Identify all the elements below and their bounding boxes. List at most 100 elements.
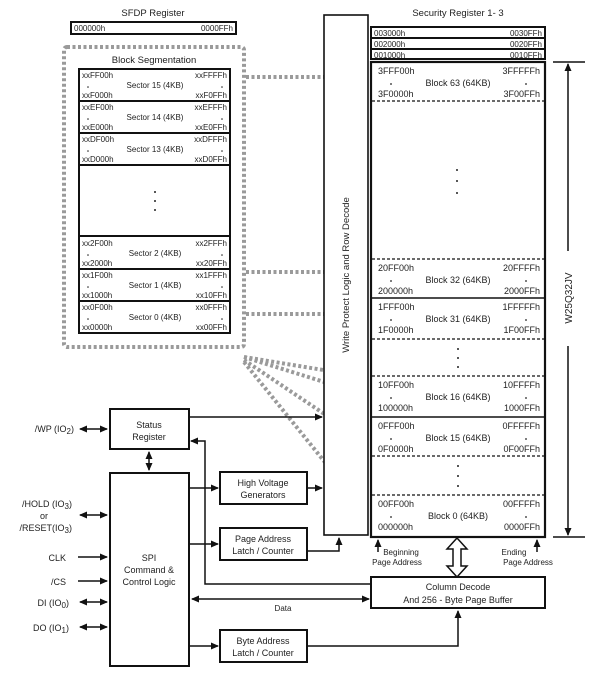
- high-voltage-generators-block: High Voltage Generators: [219, 471, 308, 505]
- spi-label-3: Control Logic: [122, 577, 176, 587]
- security-register-start: 002000h: [374, 40, 405, 49]
- block-end-high-address: 00FFFFh: [503, 499, 540, 509]
- column-decode-block: Column Decode And 256 - Byte Page Buffer: [370, 576, 546, 609]
- pin-reset-close: ): [69, 523, 72, 533]
- sector-end-address: xx20FFh: [196, 259, 227, 268]
- sector-start-address: xx2000h: [82, 259, 112, 268]
- ellipsis-dot: [525, 319, 527, 321]
- internal-signal-lines: [145, 413, 462, 650]
- ellipsis-dot: [221, 254, 223, 256]
- block-start-high-address: 3FFF00h: [378, 66, 415, 76]
- array-buffer-bus-arrow: [445, 536, 469, 579]
- page-address-label-2: Latch / Counter: [232, 546, 294, 556]
- block-start-high-address: 00FF00h: [378, 499, 414, 509]
- sfdp-register: SFDP Register 000000h 0000FFh: [70, 8, 237, 35]
- block-label: Block 16 (64KB): [425, 392, 490, 402]
- block-end-address: 3F00FFh: [503, 89, 540, 99]
- block-start-address: 1F0000h: [378, 325, 414, 335]
- status-register-label: Status: [136, 420, 162, 430]
- block-label: Block 63 (64KB): [425, 78, 490, 88]
- ellipsis-dot: [456, 169, 458, 171]
- page-address-label: Page Address: [235, 534, 292, 544]
- security-register-end: 0020FFh: [510, 40, 542, 49]
- pin-hold-label: /HOLD (IO: [22, 499, 65, 509]
- block-segmentation-title: Block Segmentation: [112, 55, 197, 66]
- pin-hold-close: ): [69, 499, 72, 509]
- ellipsis-dot: [390, 397, 392, 399]
- block-segmentation: Block Segmentation xxFF00hxxF000hxxFFFFh…: [62, 45, 246, 349]
- security-register-title: Security Register 1- 3: [412, 8, 503, 19]
- ellipsis-dot: [221, 150, 223, 152]
- block-start-high-address: 1FFF00h: [378, 302, 415, 312]
- ellipsis-dot: [525, 83, 527, 85]
- block-end-address: 0000FFh: [504, 522, 540, 532]
- svg-text:/RESET(IO3): /RESET(IO3): [20, 523, 72, 535]
- sfdp-title: SFDP Register: [121, 8, 184, 19]
- sector-start-high-address: xx1F00h: [82, 271, 113, 280]
- sector-start-high-address: xx2F00h: [82, 239, 113, 248]
- ellipsis-dot: [456, 180, 458, 182]
- write-protect-row-decode: Write Protect Logic and Row Decode: [323, 14, 369, 536]
- pin-di-close: ): [66, 598, 69, 608]
- ellipsis-dot: [87, 118, 89, 120]
- sector-start-address: xxE000h: [82, 123, 113, 132]
- ellipsis-dot: [525, 397, 527, 399]
- block-start-address: 200000h: [378, 286, 413, 296]
- sector-label: Sector 15 (4KB): [127, 81, 184, 90]
- ellipsis-dot: [154, 200, 156, 202]
- byte-address-latch-block: Byte Address Latch / Counter: [219, 629, 308, 663]
- block-start-address: 0F0000h: [378, 444, 414, 454]
- page-buffer-label: And 256 - Byte Page Buffer: [403, 595, 512, 605]
- sector-start-address: xx1000h: [82, 291, 112, 300]
- ellipsis-dot: [457, 357, 459, 359]
- pin-di: DI (IO0): [38, 598, 69, 610]
- ellipsis-dot: [456, 192, 458, 194]
- security-register-start: 003000h: [374, 29, 405, 38]
- spi-label: SPI: [142, 553, 157, 563]
- ellipsis-dot: [457, 366, 459, 368]
- ellipsis-dot: [457, 465, 459, 467]
- pin-do-label: DO (IO: [33, 623, 62, 633]
- block-end-high-address: 3FFFFFh: [503, 66, 541, 76]
- pin-clk-label: CLK: [48, 553, 66, 563]
- beginning-page-address-label-2: Page Address: [372, 558, 422, 567]
- ellipsis-dot: [221, 86, 223, 88]
- sector-start-high-address: xxFF00h: [82, 71, 113, 80]
- block-label: Block 15 (64KB): [425, 433, 490, 443]
- device-part-number: W25Q32JV: [564, 272, 575, 323]
- block-end-high-address: 1FFFFFh: [503, 302, 541, 312]
- pin-wp-subscript: 2: [67, 427, 72, 436]
- ellipsis-dot: [87, 150, 89, 152]
- status-register-block: Status Register: [109, 408, 190, 450]
- ending-page-address-label: Ending: [502, 548, 527, 557]
- pin-wp: /WP (IO2): [35, 424, 74, 436]
- beginning-page-address-label: Beginning: [383, 548, 419, 557]
- svg-text:DO (IO1): DO (IO1): [33, 623, 69, 635]
- block-start-high-address: 10FF00h: [378, 380, 414, 390]
- block-start-high-address: 20FF00h: [378, 263, 414, 273]
- block-end-address: 1000FFh: [504, 403, 540, 413]
- ellipsis-dot: [154, 191, 156, 193]
- block-label: Block 0 (64KB): [428, 511, 488, 521]
- pin-reset-label: /RESET(IO: [20, 523, 65, 533]
- ellipsis-dot: [457, 485, 459, 487]
- sector-start-address: xxF000h: [82, 91, 113, 100]
- block-end-high-address: 10FFFFh: [503, 380, 540, 390]
- pin-wp-label: /WP (IO: [35, 424, 67, 434]
- pin-do: DO (IO1): [33, 623, 69, 635]
- block-label: Block 32 (64KB): [425, 275, 490, 285]
- pin-wp-close: ): [71, 424, 74, 434]
- pin-hold-reset: /HOLD (IO3) or /RESET(IO3): [20, 499, 72, 535]
- sector-label: Sector 0 (4KB): [129, 313, 182, 322]
- sector-end-high-address: xx0FFFh: [195, 303, 227, 312]
- pin-signal-lines: [78, 425, 108, 631]
- sector-label: Sector 14 (4KB): [127, 113, 184, 122]
- ellipsis-dot: [525, 438, 527, 440]
